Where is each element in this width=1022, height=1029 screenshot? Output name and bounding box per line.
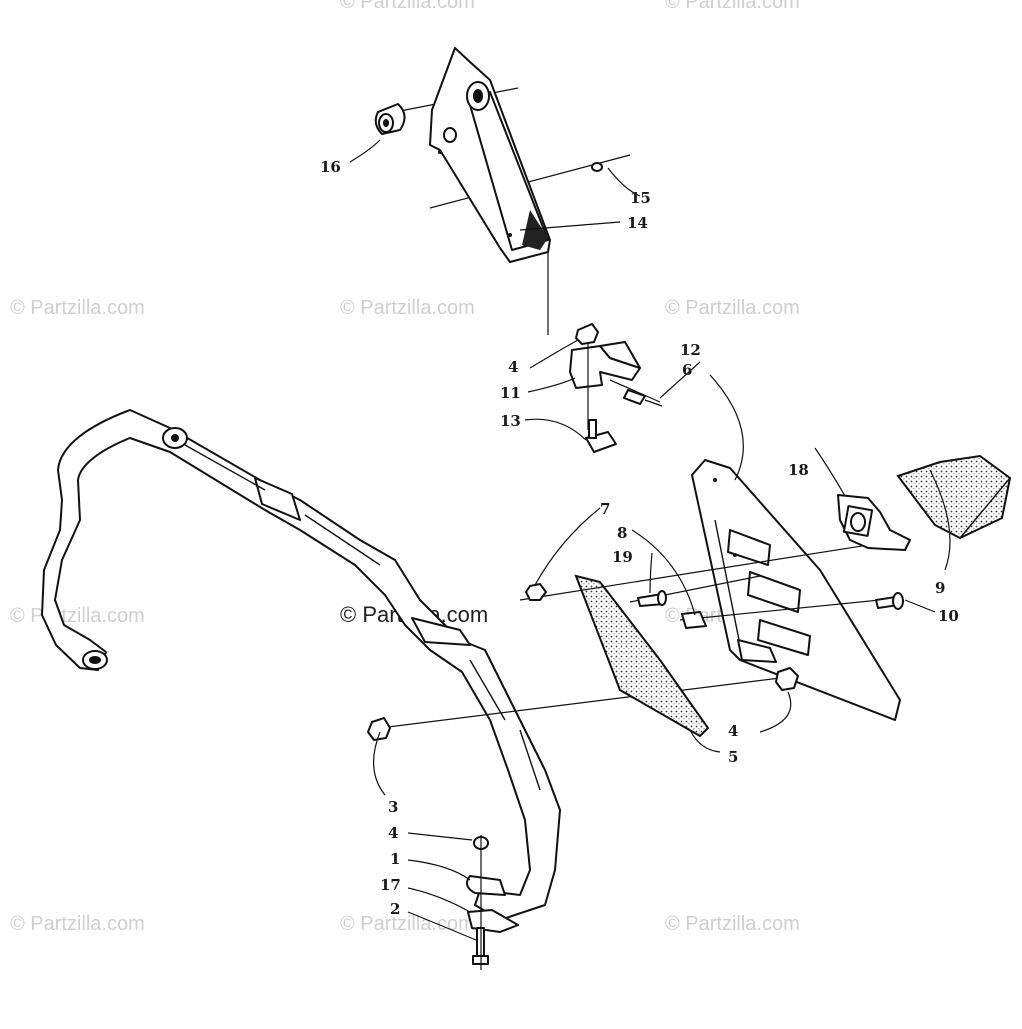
- side-panel-part-6: [691, 459, 901, 721]
- watermark-text: © Partzilla.com: [665, 297, 800, 319]
- callout-5: 5: [728, 748, 738, 766]
- nut-part-4-side: [775, 667, 799, 691]
- watermarks: © Partzilla.com © Partzilla.com © Partzi…: [10, 0, 800, 935]
- watermark-text: © Partzilla.com: [340, 913, 475, 935]
- callout-17: 17: [380, 876, 401, 894]
- callout-8: 8: [617, 524, 627, 542]
- callout-2: 2: [390, 900, 400, 918]
- callout-19: 19: [612, 548, 633, 566]
- fasteners-7-8-19: [519, 539, 904, 691]
- callout-3: 3: [388, 798, 398, 816]
- callout-9: 9: [935, 579, 945, 597]
- foot-pad-part-5: [574, 574, 710, 738]
- watermark-text: © Partzilla.com: [340, 297, 475, 319]
- bushing-part-16: [374, 103, 406, 135]
- nut-part-3: [367, 677, 781, 741]
- callout-16: 16: [320, 158, 341, 176]
- callout-4-bottom: 4: [388, 824, 398, 842]
- watermark-text: © Partzilla.com: [10, 297, 145, 319]
- callout-4-top: 4: [508, 358, 518, 376]
- callout-14: 14: [627, 214, 648, 232]
- upper-mount-bracket: [394, 47, 631, 335]
- callout-18: 18: [788, 461, 809, 479]
- mid-mount-bracket: [569, 323, 663, 453]
- watermark-text: © Partzilla.com: [10, 605, 145, 627]
- callout-6: 6: [682, 361, 692, 379]
- watermark-text: © Partzilla.com: [10, 913, 145, 935]
- callout-15: 15: [630, 189, 651, 207]
- callout-11: 11: [500, 384, 521, 402]
- cover-part-9: [896, 454, 1012, 540]
- callout-labels: 16 15 14 4 12 6 11 13 18 7 8 19 9 10 4 5…: [320, 158, 959, 918]
- callout-7: 7: [600, 500, 610, 518]
- leader-lines: [349, 139, 951, 941]
- callout-1: 1: [390, 850, 400, 868]
- callout-12: 12: [680, 341, 701, 359]
- watermark-text: © Partzilla.com: [340, 0, 475, 13]
- rivet-part-15: [591, 162, 603, 172]
- callout-10: 10: [938, 607, 959, 625]
- washer-part-7: [525, 583, 547, 601]
- lower-mount-parts: [465, 835, 519, 970]
- watermark-text: © Partzilla.com: [665, 0, 800, 13]
- bracket-part-18: [837, 494, 911, 551]
- watermark-text: © Partzilla.com: [665, 913, 800, 935]
- callout-4-side: 4: [728, 722, 738, 740]
- callout-13: 13: [500, 412, 521, 430]
- mount-part-1: [465, 875, 506, 896]
- handlebar-frame: [41, 409, 561, 921]
